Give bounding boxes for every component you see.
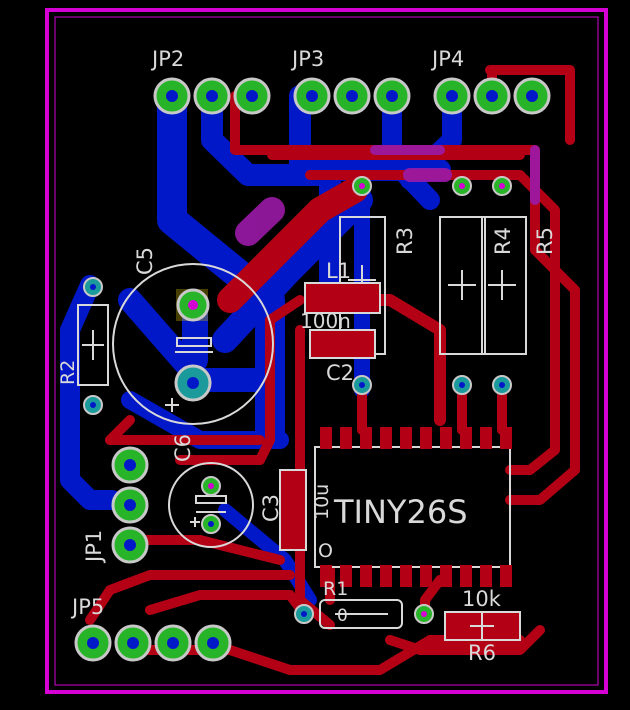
component-pads xyxy=(83,176,512,624)
label-c3-value: 10u xyxy=(311,484,333,520)
label-r6-value: 10k xyxy=(462,587,502,611)
header-jp5 xyxy=(74,624,232,662)
label-c5: C5 xyxy=(133,247,157,275)
label-ic-pin1: O xyxy=(318,540,333,562)
header-jp2 xyxy=(153,77,271,115)
label-ic: TINY26S xyxy=(333,493,468,531)
label-r2: R2 xyxy=(57,360,79,385)
label-jp5: JP5 xyxy=(70,595,104,619)
label-r6: R6 xyxy=(468,641,496,665)
label-c2: C2 xyxy=(326,361,354,385)
label-c3: C3 xyxy=(259,494,283,522)
silkscreen xyxy=(77,216,527,629)
label-jp4: JP4 xyxy=(430,47,464,71)
header-jp4 xyxy=(433,77,551,115)
header-jp3 xyxy=(293,77,411,115)
layer-overlap xyxy=(235,145,540,246)
label-r1-value: 0 xyxy=(337,606,348,626)
ic-pins xyxy=(320,427,512,587)
label-r1: R1 xyxy=(323,578,348,600)
label-jp1: JP1 xyxy=(82,530,106,564)
board-outline-inner xyxy=(54,16,599,686)
label-jp3: JP3 xyxy=(290,47,324,71)
top-layer-traces xyxy=(85,65,580,675)
header-jp1 xyxy=(111,446,149,564)
smd-pads xyxy=(279,282,521,641)
label-l1-value: 100n xyxy=(300,309,351,333)
label-r4: R4 xyxy=(491,227,515,255)
label-c6: C6 xyxy=(171,434,195,462)
label-l1: L1 xyxy=(326,259,351,283)
board-outline xyxy=(45,8,608,694)
label-r5: R5 xyxy=(533,227,557,255)
label-r3: R3 xyxy=(393,227,417,255)
label-jp2: JP2 xyxy=(150,47,184,71)
